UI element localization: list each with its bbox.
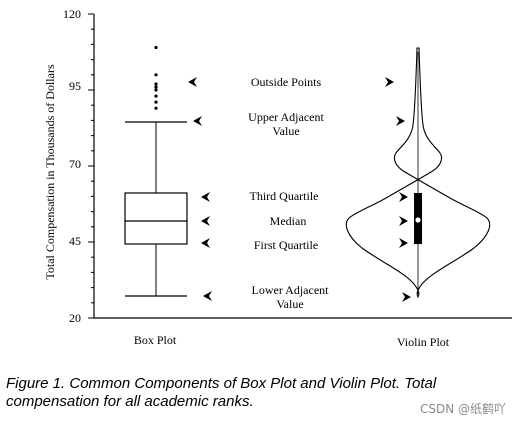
- annotation-outside-points: Outside Points: [251, 75, 322, 89]
- y-tick-label: 70: [69, 157, 81, 171]
- outside-point: [154, 94, 158, 98]
- violin-plot: [345, 47, 491, 298]
- arrow-right-third-quartile: [399, 192, 408, 202]
- arrow-right-median: [399, 216, 408, 226]
- arrow-left-third-quartile: [201, 192, 210, 202]
- box-plot-label: Box Plot: [134, 333, 177, 347]
- annotation-lower-adjacent-line1: Lower Adjacent: [252, 283, 330, 297]
- violin-median-marker: [414, 216, 422, 224]
- watermark: CSDN @纸鹤吖: [419, 402, 506, 416]
- arrow-left-lower-adjacent: [203, 291, 212, 301]
- outside-point: [154, 106, 158, 110]
- y-tick-label: 120: [63, 7, 81, 21]
- arrow-left-median: [201, 216, 210, 226]
- box-violin-figure: 120 95 70 45 20 Total Compensation in Th…: [43, 7, 512, 349]
- arrow-right-lower-adjacent: [402, 292, 411, 302]
- box-outside-points: [154, 45, 158, 110]
- y-tick-label: 45: [69, 234, 81, 248]
- arrow-right-upper-adjacent: [396, 116, 405, 126]
- violin-plot-label: Violin Plot: [397, 335, 450, 349]
- arrow-left-outside-points: [188, 77, 197, 87]
- y-axis-ticks: [88, 13, 94, 319]
- figure-caption: Figure 1. Common Components of Box Plot …: [6, 375, 437, 410]
- arrow-left-first-quartile: [201, 238, 210, 248]
- y-axis-label: Total Compensation in Thousands of Dolla…: [43, 64, 57, 280]
- annotation-upper-adjacent-line1: Upper Adjacent: [248, 110, 324, 124]
- annotations: Outside Points Upper Adjacent Value Thir…: [248, 75, 329, 311]
- y-tick-label: 95: [69, 79, 81, 93]
- violin-outline: [345, 47, 491, 298]
- annotation-third-quartile: Third Quartile: [250, 189, 319, 203]
- y-tick-label: 20: [69, 311, 81, 325]
- outside-point: [154, 100, 158, 104]
- annotation-first-quartile: First Quartile: [254, 238, 318, 252]
- annotation-upper-adjacent-line2: Value: [272, 124, 299, 138]
- y-axis-tick-labels: 120 95 70 45 20: [63, 7, 81, 325]
- outside-point: [154, 88, 158, 92]
- annotation-lower-adjacent-line2: Value: [276, 297, 303, 311]
- outside-point: [154, 73, 158, 77]
- outside-point: [154, 85, 158, 89]
- box-plot: [124, 45, 188, 297]
- outside-point: [154, 45, 158, 50]
- arrow-left-upper-adjacent: [193, 116, 202, 126]
- box-interquartile-rect: [124, 192, 188, 245]
- annotation-arrows: [188, 77, 411, 302]
- annotation-median: Median: [270, 214, 307, 228]
- arrow-right-first-quartile: [399, 238, 408, 248]
- arrow-right-outside-points: [385, 77, 394, 87]
- outside-point: [154, 82, 158, 86]
